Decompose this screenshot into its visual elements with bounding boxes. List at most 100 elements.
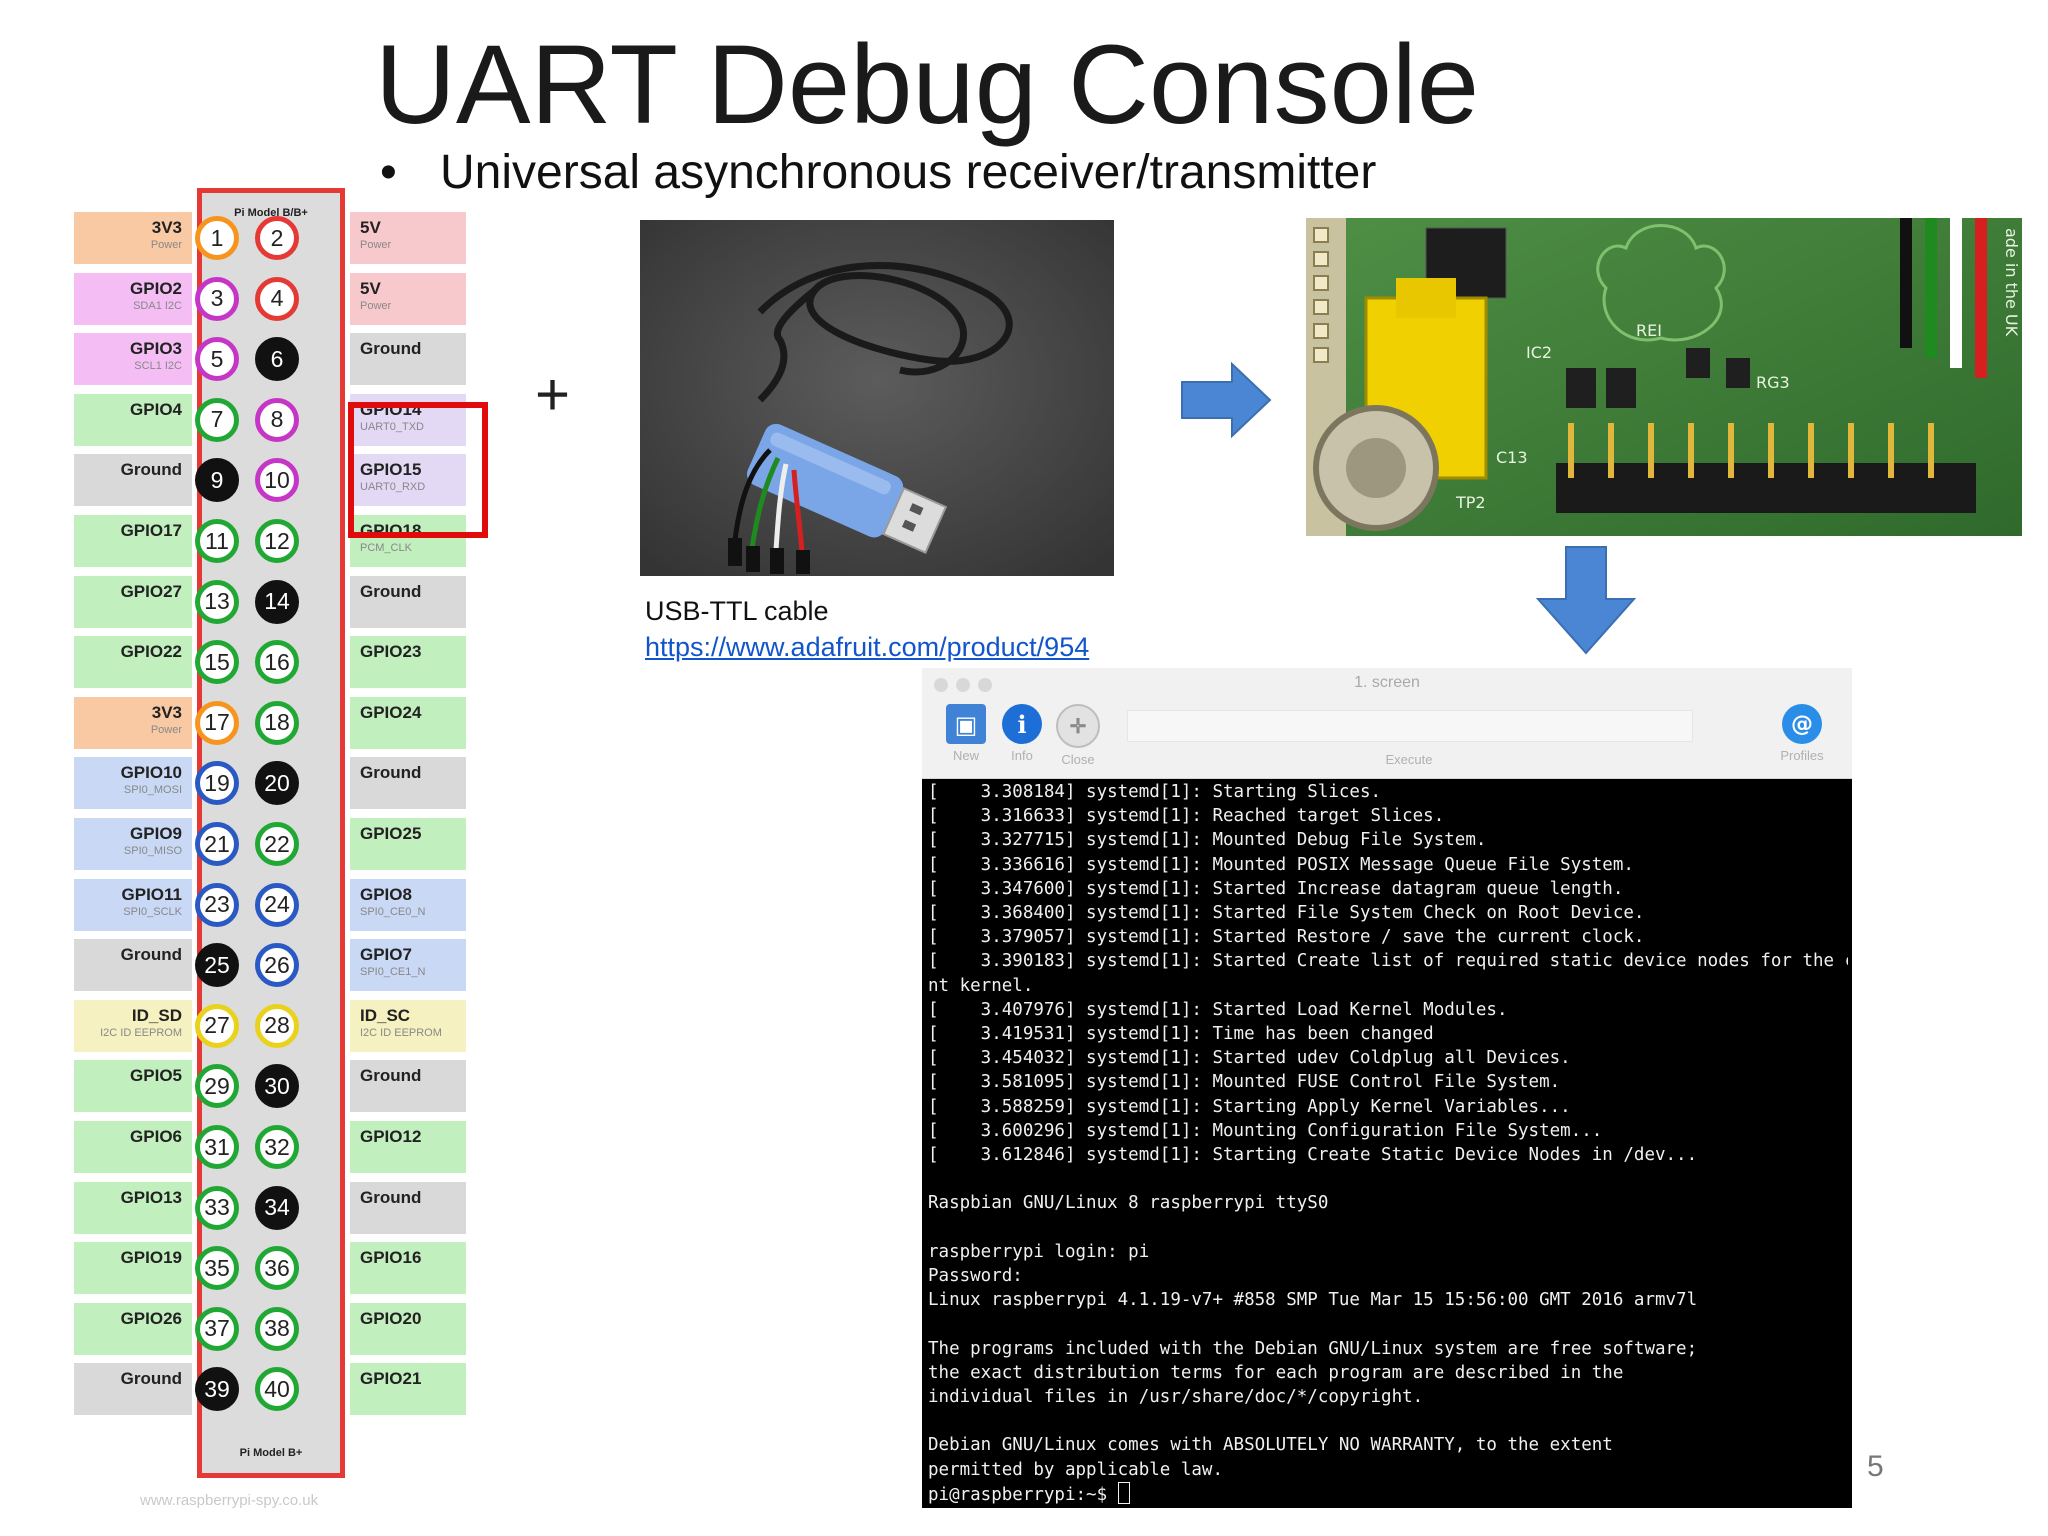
uart-pins-highlight-box — [348, 402, 488, 538]
pin-name: ID_SC — [360, 1005, 411, 1025]
profiles-button-label: Profiles — [1780, 748, 1824, 763]
pin-label-right: GPIO12 — [350, 1121, 466, 1173]
pin-number: 31 — [195, 1125, 239, 1169]
pin-label-left: GPIO26 — [74, 1302, 192, 1355]
pin-label-right: GPIO16 — [350, 1242, 466, 1295]
pin-label-left: GPIO17 — [74, 515, 192, 567]
pin-name: Ground — [120, 1369, 182, 1389]
terminal-window[interactable]: 1. screen ▣ New i Info ✛ Close Execute @… — [922, 668, 1852, 1508]
usb-ttl-cable-photo — [640, 220, 1114, 576]
pin-number: 28 — [255, 1003, 299, 1048]
raspberry-pi-board-photo: RG3 IC2 REI TP2 C13 ade in the UK — [1306, 218, 2022, 536]
pin-function: SPI0_SCLK — [123, 905, 182, 918]
terminal-window-title: 1. screen — [1354, 674, 1420, 691]
info-button[interactable]: i Info — [992, 704, 1052, 763]
pin-number: 29 — [195, 1064, 239, 1109]
pin-label-left: Ground — [74, 939, 192, 992]
pin-number: 2 — [255, 216, 299, 260]
pin-label-left: Ground — [74, 454, 192, 507]
pin-number: 20 — [255, 761, 299, 806]
profiles-at-icon: @ — [1782, 704, 1822, 744]
pin-number: 34 — [255, 1185, 299, 1230]
arrow-down-icon — [1536, 546, 1636, 655]
window-close-button[interactable] — [934, 678, 948, 692]
pin-function: SPI0_CE0_N — [360, 905, 426, 918]
bullet-text: Universal asynchronous receiver/transmit… — [440, 146, 1377, 199]
pin-name: GPIO7 — [360, 945, 412, 965]
pin-name: GPIO10 — [120, 763, 182, 783]
pin-name: GPIO8 — [360, 884, 412, 904]
terminal-output[interactable]: [ 3.308184] systemd[1]: Starting Slices.… — [928, 780, 1848, 1507]
close-button[interactable]: ✛ Close — [1048, 704, 1108, 767]
terminal-titlebar: 1. screen ▣ New i Info ✛ Close Execute @… — [922, 668, 1852, 779]
pin-name: ID_SD — [131, 1005, 182, 1025]
pin-number: 32 — [255, 1125, 299, 1169]
pin-name: GPIO3 — [130, 339, 182, 359]
new-button[interactable]: ▣ New — [936, 704, 996, 763]
pin-number: 12 — [255, 519, 299, 563]
pin-number: 9 — [195, 458, 239, 503]
pin-name: GPIO15 — [360, 460, 422, 480]
pin-number: 39 — [195, 1367, 239, 1412]
pin-name: GPIO19 — [120, 1248, 182, 1268]
board-silkscreen-2: REI — [1636, 321, 1662, 340]
pin-name: GPIO12 — [360, 1127, 422, 1146]
pin-label-right: GPIO21 — [350, 1363, 466, 1416]
new-window-icon: ▣ — [946, 704, 986, 744]
pin-number: 3 — [195, 276, 239, 321]
board-silkscreen-made-in-uk: ade in the UK — [2002, 228, 2021, 337]
pin-number: 24 — [255, 882, 299, 927]
pin-name: Ground — [360, 1187, 422, 1207]
pinout-header-top: Pi Model B/B+ — [234, 207, 308, 219]
pin-label-left: GPIO6 — [74, 1121, 192, 1173]
pin-function: Power — [360, 239, 392, 251]
pin-label-right: Ground — [350, 757, 466, 810]
pin-label-right: Ground — [350, 1181, 466, 1234]
pin-label-right: GPIO20 — [350, 1302, 466, 1355]
execute-input[interactable] — [1127, 710, 1693, 742]
cable-caption: USB-TTL cable — [645, 596, 829, 626]
pin-function: SPI0_CE1_N — [360, 966, 426, 979]
pin-number: 40 — [255, 1367, 299, 1412]
pin-number: 36 — [255, 1246, 299, 1291]
window-minimize-button[interactable] — [956, 678, 970, 692]
pin-label-left: Ground — [74, 1363, 192, 1416]
window-zoom-button[interactable] — [978, 678, 992, 692]
slide-title: UART Debug Console — [375, 22, 1480, 147]
pin-label-right: GPIO23 — [350, 636, 466, 689]
pin-name: 3V3 — [151, 702, 182, 722]
pin-number: 7 — [195, 397, 239, 442]
board-silkscreen-4: C13 — [1496, 448, 1528, 467]
pin-label-right: GPIO24 — [350, 696, 466, 749]
raspberry-pi-board-illustration: RG3 IC2 REI TP2 C13 ade in the UK — [1306, 218, 2022, 536]
pin-function: PCM_CLK — [360, 542, 412, 554]
pin-function: UART0_RXD — [360, 481, 426, 494]
pin-name: 3V3 — [151, 218, 182, 237]
pin-label-left: GPIO19 — [74, 1242, 192, 1295]
pin-name: GPIO2 — [130, 278, 182, 298]
pin-number: 16 — [255, 640, 299, 685]
pin-number: 22 — [255, 822, 299, 866]
bullet-item: •Universal asynchronous receiver/transmi… — [380, 145, 1376, 201]
new-button-label: New — [952, 748, 979, 763]
cable-product-link[interactable]: https://www.adafruit.com/product/954 — [645, 632, 1090, 662]
pin-label-right: Ground — [350, 575, 466, 628]
profiles-button[interactable]: @ Profiles — [1772, 704, 1832, 763]
pin-name: GPIO6 — [130, 1127, 182, 1146]
pin-function: UART0_TXD — [360, 420, 424, 433]
pin-number: 37 — [195, 1306, 239, 1351]
pin-name: Ground — [360, 1066, 422, 1086]
pin-name: GPIO21 — [360, 1369, 422, 1389]
board-silkscreen-1: IC2 — [1526, 343, 1552, 362]
pin-function: Power — [150, 239, 182, 251]
pin-name: Ground — [120, 945, 182, 965]
execute-label: Execute — [1385, 752, 1433, 767]
